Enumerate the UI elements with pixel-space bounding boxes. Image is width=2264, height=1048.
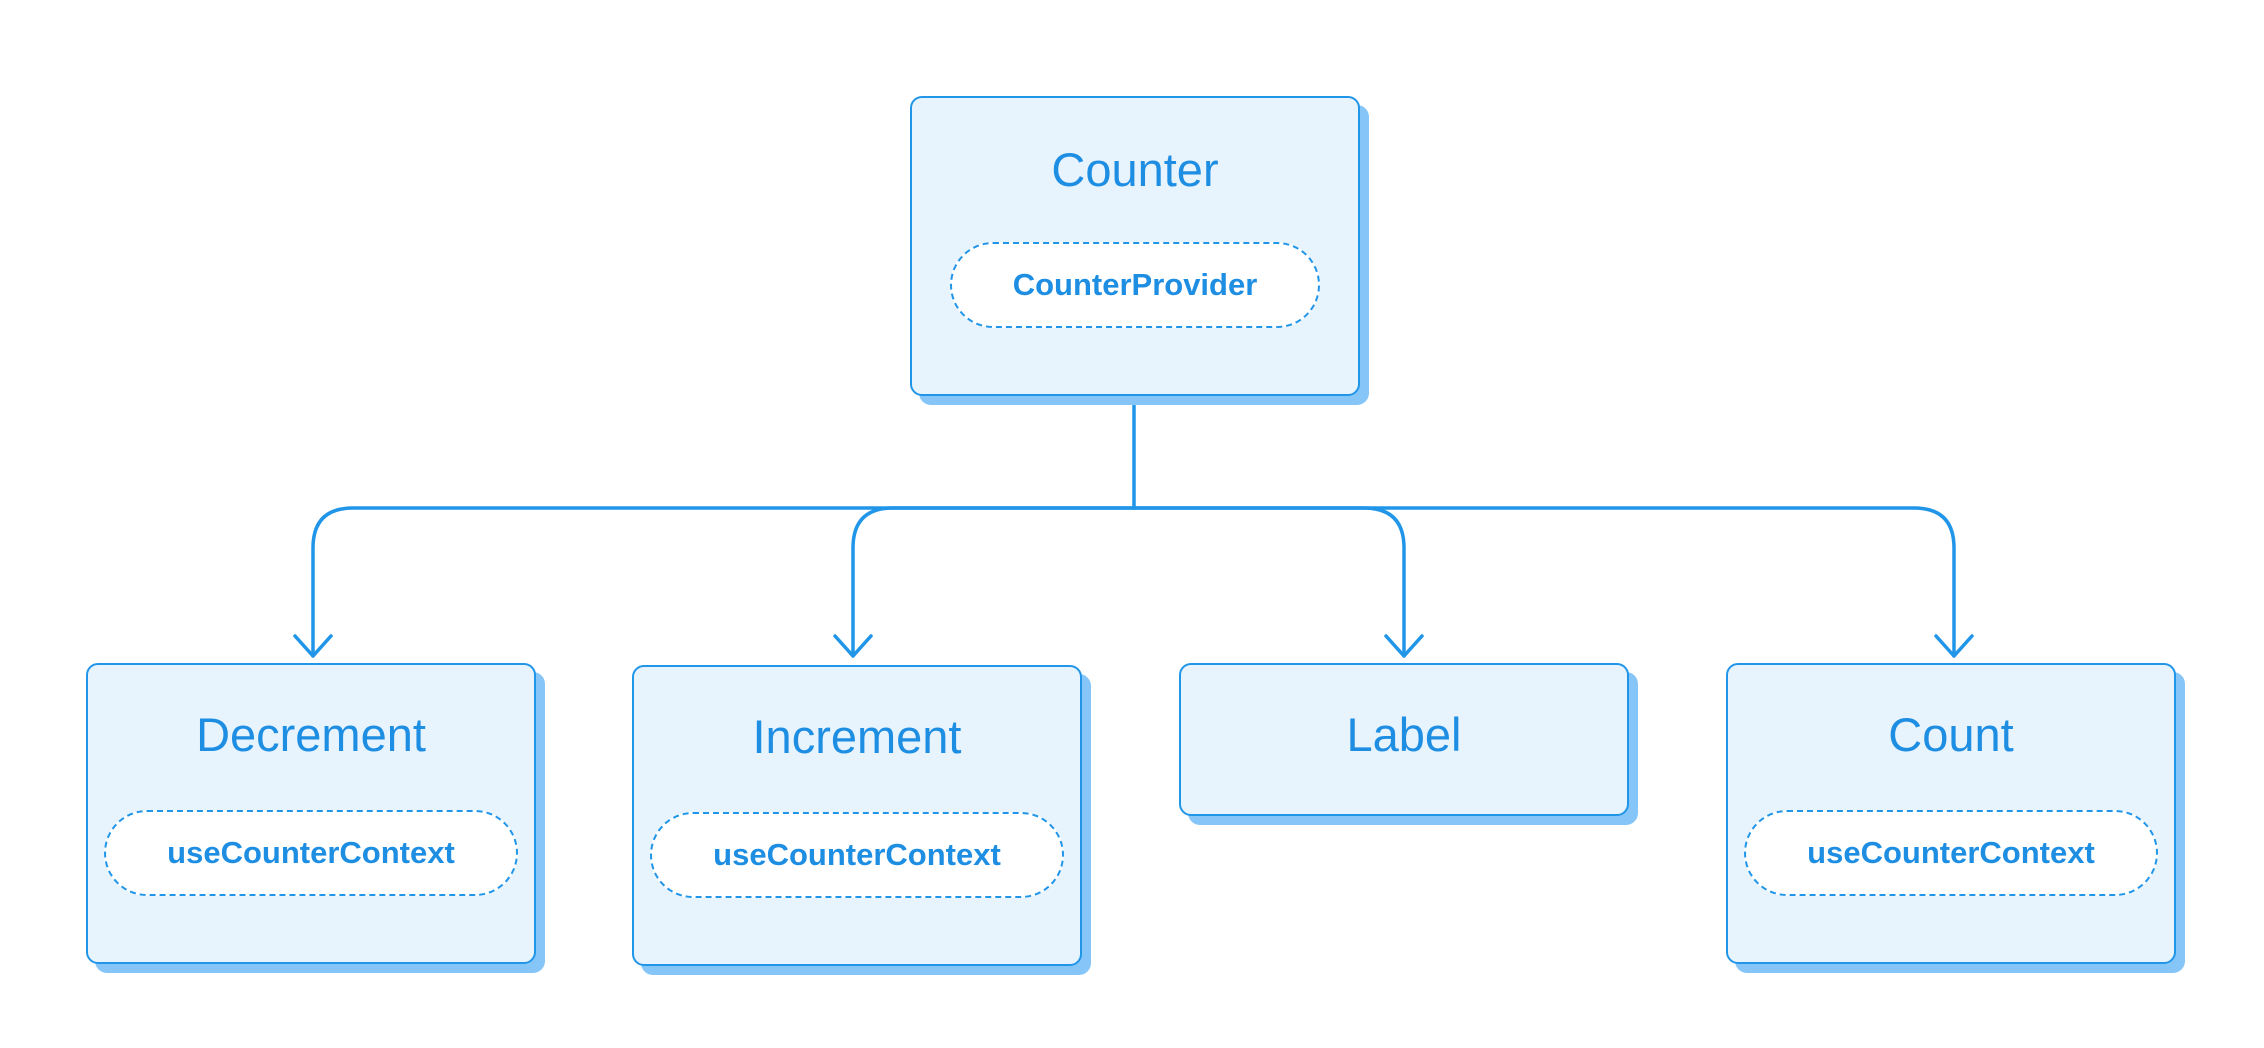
node-label-title: Label: [1346, 708, 1462, 761]
node-increment-badge: useCounterContext: [650, 812, 1064, 898]
node-label: Label: [1179, 663, 1629, 816]
arrowhead-label: [1384, 634, 1424, 658]
node-decrement-title: Decrement: [196, 708, 426, 761]
node-count-badge: useCounterContext: [1744, 810, 2158, 896]
node-counter: Counter CounterProvider: [910, 96, 1360, 396]
branch-to-increment: [851, 506, 1136, 658]
node-decrement-badge: useCounterContext: [104, 810, 518, 896]
node-increment-title: Increment: [752, 710, 962, 763]
branch-to-count: [1132, 506, 1956, 658]
arrowhead-count: [1934, 634, 1974, 658]
node-decrement: Decrement useCounterContext: [86, 663, 536, 964]
branch-to-decrement: [311, 506, 1136, 658]
node-counter-badge: CounterProvider: [950, 242, 1320, 328]
arrowhead-decrement: [293, 634, 333, 658]
node-increment: Increment useCounterContext: [632, 665, 1082, 966]
arrowhead-increment: [833, 634, 873, 658]
node-count: Count useCounterContext: [1726, 663, 2176, 964]
node-counter-title: Counter: [1051, 143, 1219, 196]
branch-to-label: [1132, 506, 1406, 658]
node-count-title: Count: [1888, 708, 2014, 761]
